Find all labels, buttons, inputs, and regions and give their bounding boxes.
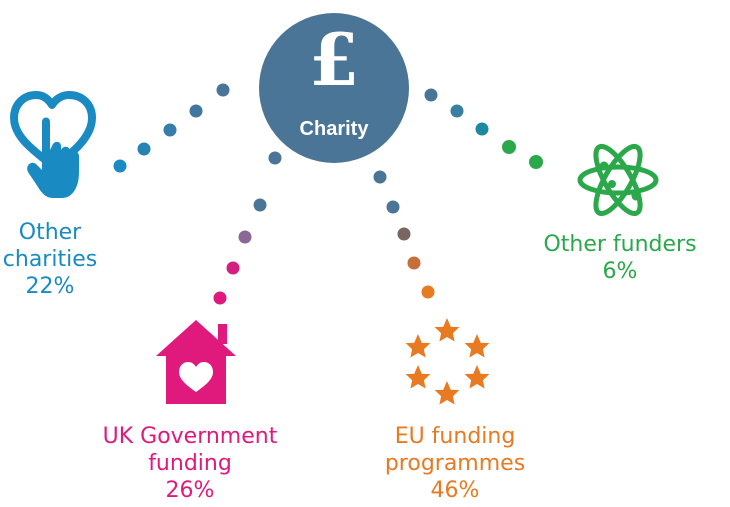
source-name-line1: UK Government	[102, 424, 278, 449]
source-name-line1: Other funders	[543, 232, 697, 257]
source-name-line1: Other	[18, 220, 82, 245]
charity-hub: £	[259, 13, 409, 163]
connector-other-charities	[113, 83, 230, 173]
source-name-line2: programmes	[384, 451, 526, 476]
house-heart-icon	[156, 320, 236, 404]
source-name-line2: funding	[148, 451, 232, 476]
atom-icon	[577, 143, 659, 217]
connector-uk-government	[213, 151, 282, 305]
label-other-charities: Other charities 22%	[0, 219, 100, 300]
star-circle-icon	[405, 318, 490, 405]
source-percentage: 22%	[25, 274, 75, 299]
source-percentage: 46%	[430, 478, 480, 503]
label-uk-government: UK Government funding 26%	[60, 423, 320, 504]
hub-label: Charity	[299, 118, 369, 140]
pound-sign-icon: £	[309, 17, 359, 102]
source-percentage: 6%	[602, 259, 638, 284]
source-name-line2: charities	[2, 247, 98, 272]
label-other-funders: Other funders 6%	[530, 231, 710, 285]
label-eu-funding: EU funding programmes 46%	[345, 423, 565, 504]
connector-eu-funding	[373, 170, 435, 299]
svg-text:£: £	[309, 17, 359, 102]
connector-other-funders	[424, 88, 543, 169]
source-name-line1: EU funding	[394, 424, 516, 449]
source-percentage: 26%	[165, 478, 215, 503]
heart-hand-icon	[10, 91, 96, 198]
